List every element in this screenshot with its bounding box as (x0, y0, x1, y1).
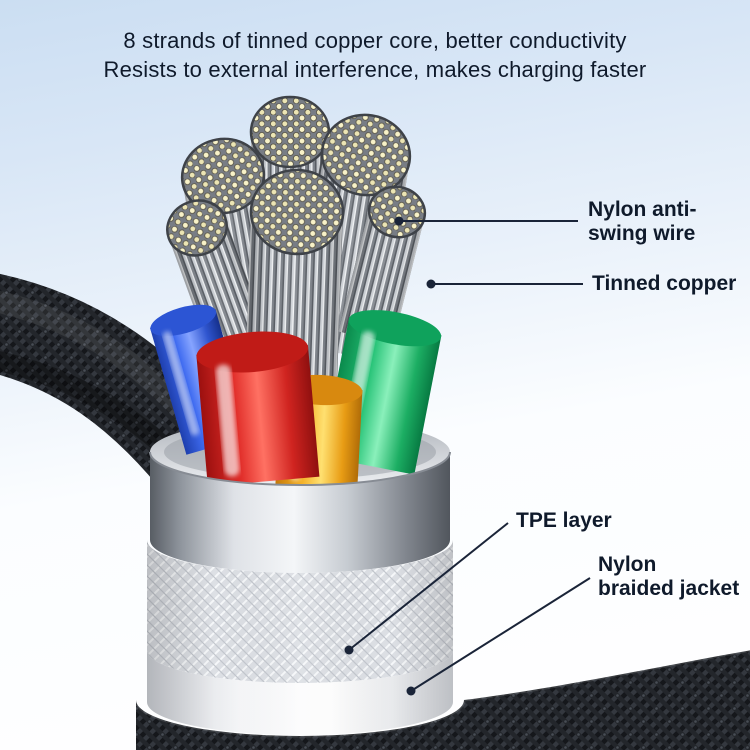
tpe-layer-band (147, 540, 453, 683)
leader-braided-jacket (406, 577, 591, 696)
braided-jacket-bottom (134, 648, 750, 750)
headline-line-2: Resists to external interference, makes … (103, 56, 647, 82)
leader-lines (344, 216, 591, 696)
leader-tpe-layer (344, 522, 509, 655)
metal-ring-band (149, 451, 451, 573)
white-layer-band (147, 650, 453, 735)
callout-nylon-braided-jacket: Nylon braided jacket (598, 553, 740, 601)
core-red (196, 331, 320, 487)
headline-line-1: 8 strands of tinned copper core, better … (123, 28, 627, 53)
leader-tinned-copper (426, 279, 583, 289)
callout-tpe-layer: TPE layer (516, 509, 612, 532)
callout-nylon-anti-swing-wire: Nylon anti- swing wire (588, 198, 697, 246)
insulated-cores (150, 304, 442, 493)
callout-tinned-copper: Tinned copper (592, 272, 737, 295)
leader-nylon-anti-swing (394, 216, 578, 226)
headline: 8 strands of tinned copper core, better … (0, 27, 750, 84)
wire-bundle (243, 168, 345, 429)
wire-bundle (338, 185, 427, 345)
